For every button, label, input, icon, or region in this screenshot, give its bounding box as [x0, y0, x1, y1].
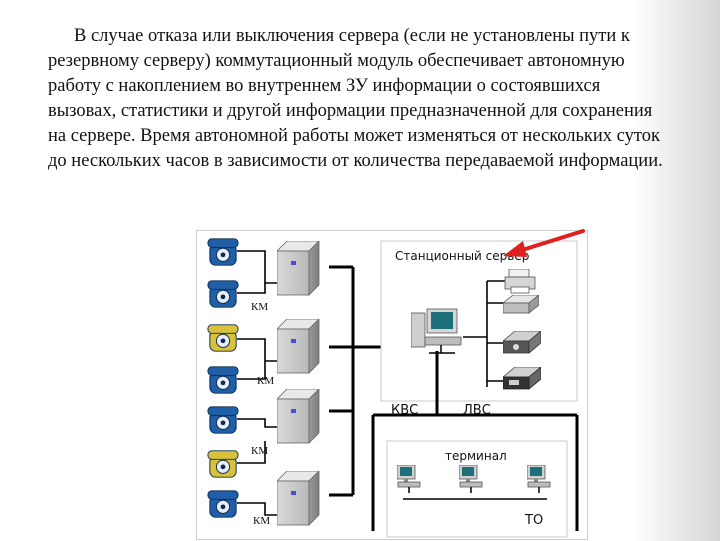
network-diagram: КМ КМ КМ КМ Станционный сервер КВС ЛВС: [196, 229, 588, 540]
red-arrow-icon: [503, 229, 585, 257]
to-label: ТО: [525, 513, 544, 528]
terminal-pc-icon: [459, 465, 483, 494]
terminal-pc-icon: [397, 465, 421, 494]
workstation-icon: [411, 308, 462, 354]
switch-module-server-icon: [277, 319, 320, 374]
lvs-label: ЛВС: [463, 403, 491, 418]
kvs-label: КВС: [391, 403, 419, 418]
terminal-box: [386, 440, 568, 538]
km-label: КМ: [251, 445, 269, 457]
phone-icon: [207, 366, 239, 394]
terminal-label: терминал: [445, 449, 507, 463]
phone-icon: [207, 406, 239, 434]
diagram-canvas: [237, 240, 579, 538]
disk-drive-icon: [503, 295, 539, 314]
station-server-title: Станционный сервер: [395, 249, 530, 263]
lvs-bus: [371, 351, 579, 531]
terminal-pc-icon: [527, 465, 551, 494]
phone-icon: [207, 238, 239, 266]
phone-icon: [207, 324, 239, 352]
km-label: КМ: [253, 515, 271, 527]
switch-module-server-icon: [277, 241, 320, 296]
km-label: КМ: [257, 375, 275, 387]
switch-module-server-icon: [277, 389, 320, 444]
peripheral-links: [463, 280, 505, 387]
km-label: КМ: [251, 301, 269, 313]
printer-icon: [504, 269, 536, 294]
phone-icon: [207, 280, 239, 308]
switch-module-server-icon: [277, 471, 320, 526]
phone-icon: [207, 450, 239, 478]
phone-icon: [207, 490, 239, 518]
phone-links: [237, 250, 277, 516]
floppy-drive-icon: [503, 367, 541, 390]
tape-drive-icon: [503, 331, 541, 354]
description-paragraph: В случае отказа или выключения сервера (…: [48, 26, 663, 171]
